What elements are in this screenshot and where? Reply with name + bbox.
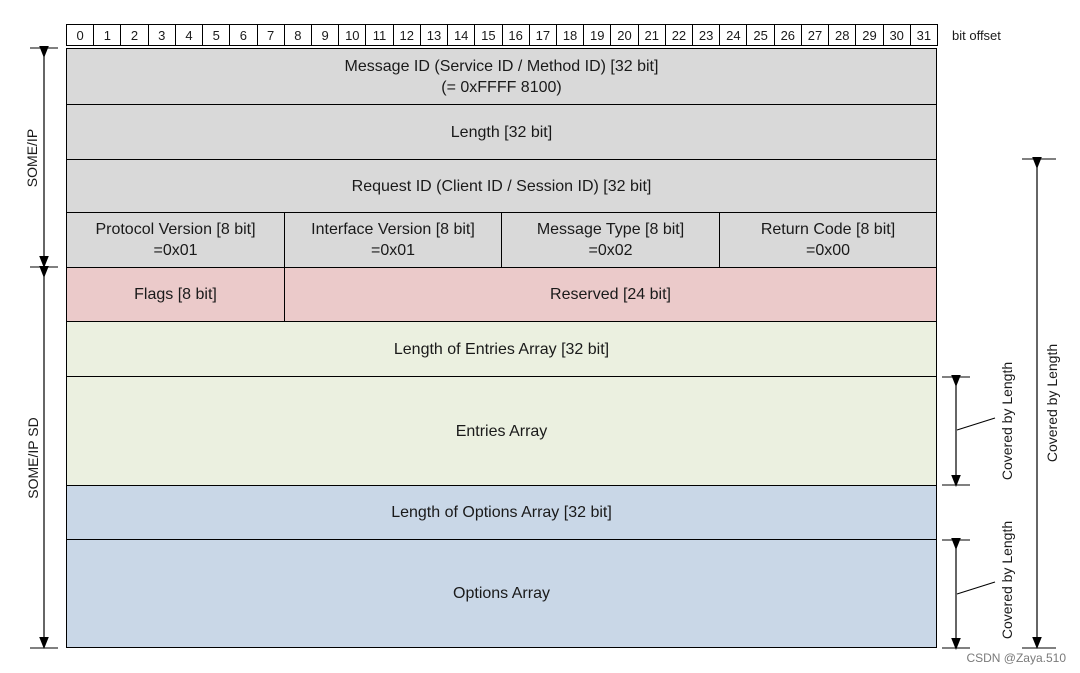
bit-offset-cell: 10	[338, 24, 367, 46]
interface-version-label: Interface Version [8 bit]	[311, 221, 475, 238]
some-ip-sd-bracket	[30, 266, 58, 649]
request-id-row: Request ID (Client ID / Session ID) [32 …	[66, 159, 937, 213]
total-covered-arrow	[1022, 157, 1056, 649]
entries-array-label: Entries Array	[455, 422, 548, 440]
bit-offset-cell: 26	[773, 24, 802, 46]
entries-covered-label: Covered by Length	[999, 361, 1015, 481]
bit-offset-cell: 19	[583, 24, 612, 46]
bit-offset-cell: 16	[501, 24, 530, 46]
bit-offset-cell: 24	[719, 24, 748, 46]
protocol-version-value: =0x01	[153, 242, 198, 259]
options-array-label: Options Array	[453, 585, 550, 602]
bit-offset-cell: 22	[664, 24, 694, 46]
flags-cell: Flags [8 bit]	[66, 267, 285, 322]
entries-covered-arrow	[942, 375, 996, 487]
interface-version-cell: Interface Version [8 bit] =0x01	[284, 212, 502, 268]
protocol-version-cell: Protocol Version [8 bit] =0x01	[66, 212, 285, 268]
options-covered-arrow	[942, 538, 996, 650]
length-entries-label: Length of Entries Array [32 bit]	[393, 340, 610, 358]
bit-offset-cell: 15	[474, 24, 503, 46]
bit-offset-cell: 27	[800, 24, 830, 46]
some-ip-label: SOME/IP	[24, 128, 40, 188]
length-row: Length [32 bit]	[66, 104, 937, 160]
bit-offset-cell: 25	[746, 24, 775, 46]
bit-offset-cell: 29	[855, 24, 884, 46]
options-array-row: Options Array	[66, 539, 937, 648]
message-type-cell: Message Type [8 bit] =0x02	[501, 212, 720, 268]
protocol-version-label: Protocol Version [8 bit]	[95, 221, 256, 238]
message-type-value: =0x02	[588, 242, 633, 259]
message-id-label: Message ID (Service ID / Method ID) [32 …	[344, 57, 659, 75]
interface-version-value: =0x01	[370, 242, 416, 259]
watermark: CSDN @Zaya.510	[966, 651, 1066, 665]
length-options-label: Length of Options Array [32 bit]	[391, 504, 612, 521]
options-covered-label: Covered by Length	[999, 520, 1015, 640]
bit-offset-cell: 21	[637, 24, 666, 46]
flags-label: Flags [8 bit]	[134, 286, 217, 303]
bit-offset-cell: 18	[555, 24, 585, 46]
length-entries-row: Length of Entries Array [32 bit]	[66, 321, 937, 377]
bit-offset-label: bit offset	[952, 28, 1001, 43]
total-covered-label: Covered by Length	[1044, 343, 1060, 463]
bit-offset-cell: 14	[447, 24, 476, 46]
message-id-value: (= 0xFFFF 8100)	[441, 78, 562, 96]
return-code-label: Return Code [8 bit]	[760, 221, 896, 238]
some-ip-sd-label: SOME/IP SD	[25, 417, 41, 499]
entries-array-row: Entries Array	[66, 376, 937, 486]
message-type-label: Message Type [8 bit]	[536, 221, 685, 238]
reserved-cell: Reserved [24 bit]	[284, 267, 937, 322]
length-label: Length [32 bit]	[450, 123, 553, 141]
bit-offset-cell: 3	[147, 24, 176, 46]
bit-offset-cell: 6	[229, 24, 258, 46]
return-code-cell: Return Code [8 bit] =0x00	[719, 212, 937, 268]
length-options-row: Length of Options Array [32 bit]	[66, 485, 937, 540]
bit-offset-cell: 30	[882, 24, 911, 46]
bit-offset-cell: 20	[610, 24, 639, 46]
bit-offset-cell: 31	[909, 24, 938, 46]
reserved-label: Reserved [24 bit]	[550, 286, 671, 303]
return-code-value: =0x00	[805, 242, 851, 259]
request-id-label: Request ID (Client ID / Session ID) [32 …	[351, 177, 652, 195]
message-id-row: Message ID (Service ID / Method ID) [32 …	[66, 48, 937, 105]
